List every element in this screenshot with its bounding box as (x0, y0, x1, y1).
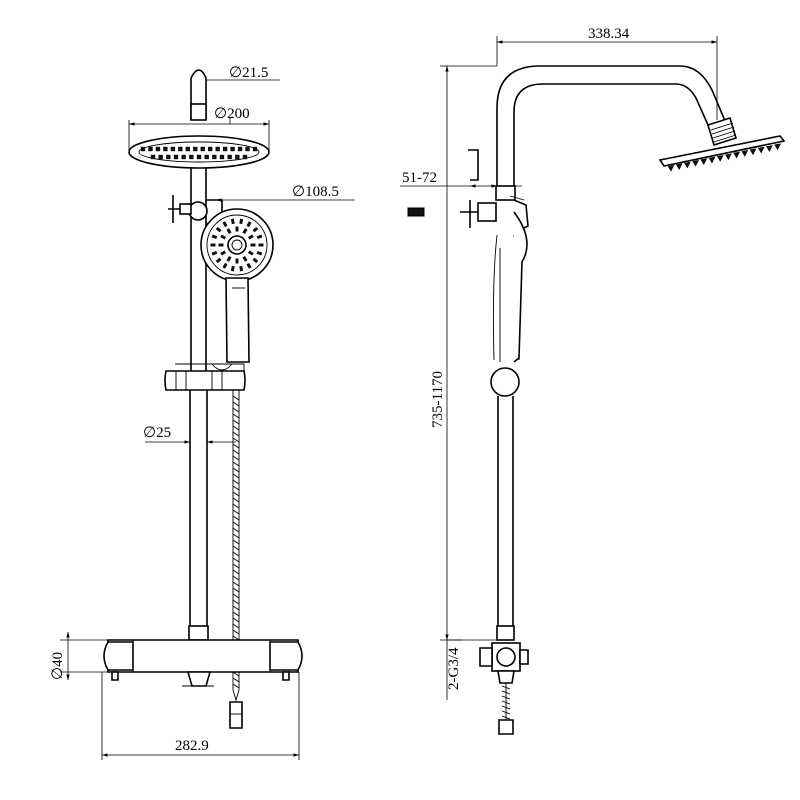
side-view (407, 65, 786, 735)
diverter-knob (168, 195, 208, 223)
dimension-lines (60, 36, 718, 760)
overhead-shower-head (128, 135, 270, 169)
hand-shower-side (492, 211, 528, 363)
label-width: 282.9 (175, 738, 209, 754)
dimension-labels: ∅21.5 ∅200 ∅108.5 ∅25 ∅40 282.9 338.34 5… (50, 26, 630, 754)
hose (229, 390, 243, 729)
upper-pipe (190, 168, 207, 380)
label-height-range: 735-1170 (430, 371, 446, 428)
hand-shower (200, 208, 274, 363)
label-hand-shower-diameter: ∅108.5 (292, 184, 339, 200)
label-head-diameter: ∅200 (214, 106, 250, 122)
arm-connector (707, 116, 737, 147)
slide-rail (189, 390, 208, 630)
valve-side (479, 642, 529, 735)
shower-head-nozzles (140, 146, 258, 160)
label-rail-diameter: ∅25 (143, 425, 171, 441)
front-view (103, 69, 303, 729)
rail-side (497, 396, 514, 630)
slider-holder (164, 363, 246, 391)
label-valve-offset: 51-72 (402, 170, 437, 186)
label-inlet-thread: 2-G3/4 (446, 647, 462, 690)
riser-pipe (496, 65, 729, 190)
label-arm-reach: 338.34 (588, 26, 630, 42)
label-valve-height: ∅40 (50, 652, 66, 680)
head-connector (190, 103, 207, 121)
overhead-shower-side (658, 135, 786, 167)
label-pipe-top-diameter: ∅21.5 (229, 65, 268, 81)
thermostatic-valve (103, 639, 303, 687)
slider-holder-side (490, 367, 520, 397)
